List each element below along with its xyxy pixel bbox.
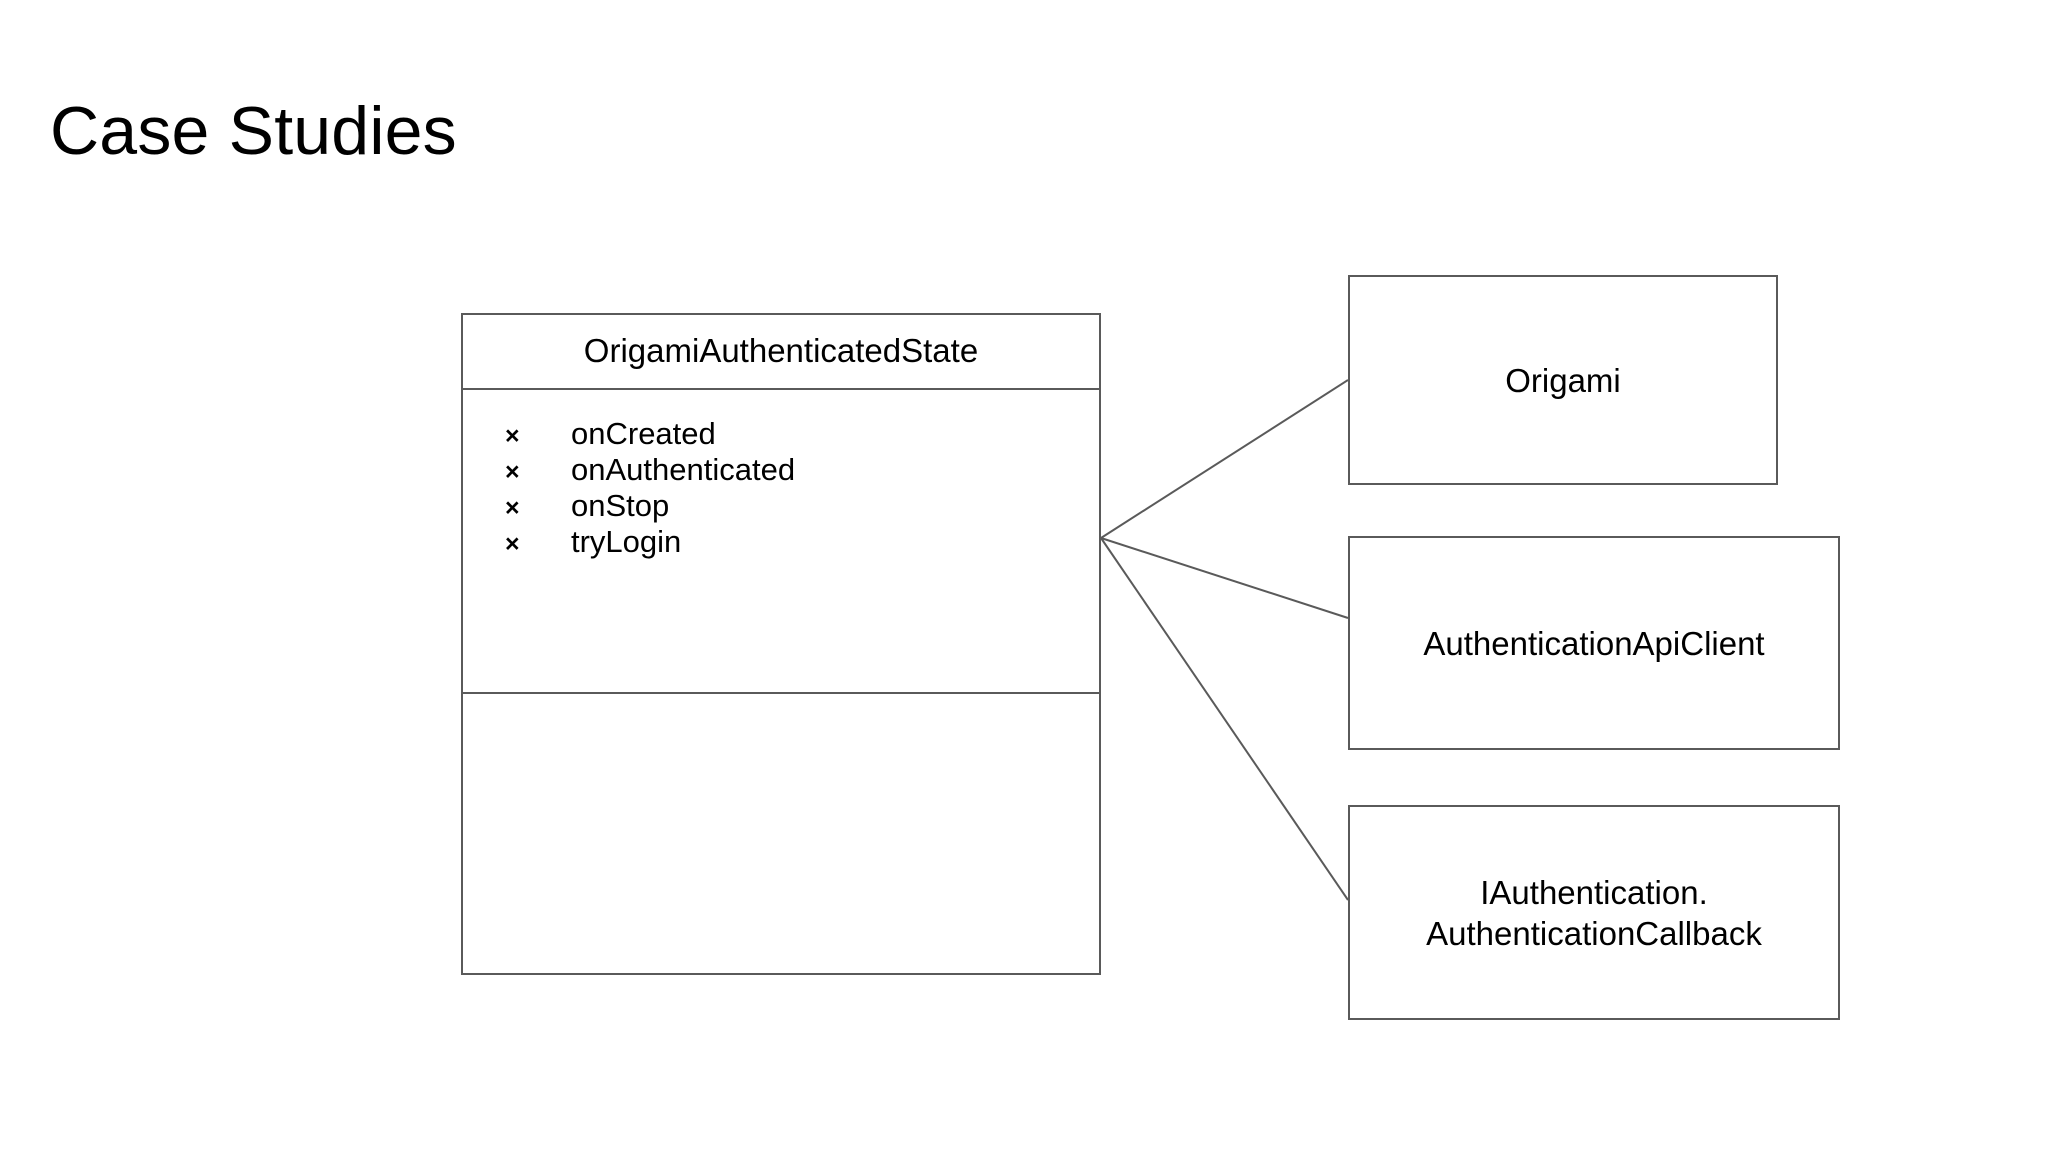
connector-line-origami	[1100, 379, 1349, 539]
connector-line-apiclient	[1100, 537, 1349, 619]
class-member-row[interactable]: × tryLogin	[461, 524, 1101, 560]
class-member-label: onStop	[571, 488, 670, 523]
collaborator-label: AuthenticationApiClient	[1423, 624, 1765, 662]
collaborator-box-apiclient[interactable]: AuthenticationApiClient	[1348, 536, 1840, 750]
class-member-label: onCreated	[571, 416, 716, 451]
class-member-row[interactable]: × onAuthenticated	[461, 452, 1101, 488]
cross-icon: ×	[505, 422, 520, 450]
cross-icon: ×	[505, 530, 520, 558]
class-member-label: tryLogin	[571, 524, 682, 559]
collaborator-box-origami[interactable]: Origami	[1348, 275, 1778, 485]
class-box-frame	[461, 313, 1101, 975]
collaborator-label: AuthenticationCallback	[1426, 914, 1762, 952]
collaborator-box-callback[interactable]: IAuthentication. AuthenticationCallback	[1348, 805, 1840, 1020]
collaborator-label: Origami	[1505, 361, 1621, 399]
class-name-label: OrigamiAuthenticatedState	[583, 331, 979, 369]
class-empty-compartment	[461, 694, 1101, 973]
class-member-row[interactable]: × onStop	[461, 488, 1101, 524]
cross-icon: ×	[505, 494, 520, 522]
cross-icon: ×	[505, 458, 520, 486]
class-member-label: onAuthenticated	[571, 452, 796, 487]
uml-class-box[interactable]: OrigamiAuthenticatedState × onCreated × …	[461, 313, 1101, 975]
class-members-compartment: × onCreated × onAuthenticated × onStop ×…	[461, 390, 1101, 694]
class-name-compartment: OrigamiAuthenticatedState	[461, 313, 1101, 390]
class-member-row[interactable]: × onCreated	[461, 416, 1101, 452]
page-title: Case Studies	[50, 93, 457, 169]
connector-line-callback	[1100, 537, 1349, 901]
collaborator-label: IAuthentication.	[1480, 873, 1708, 911]
